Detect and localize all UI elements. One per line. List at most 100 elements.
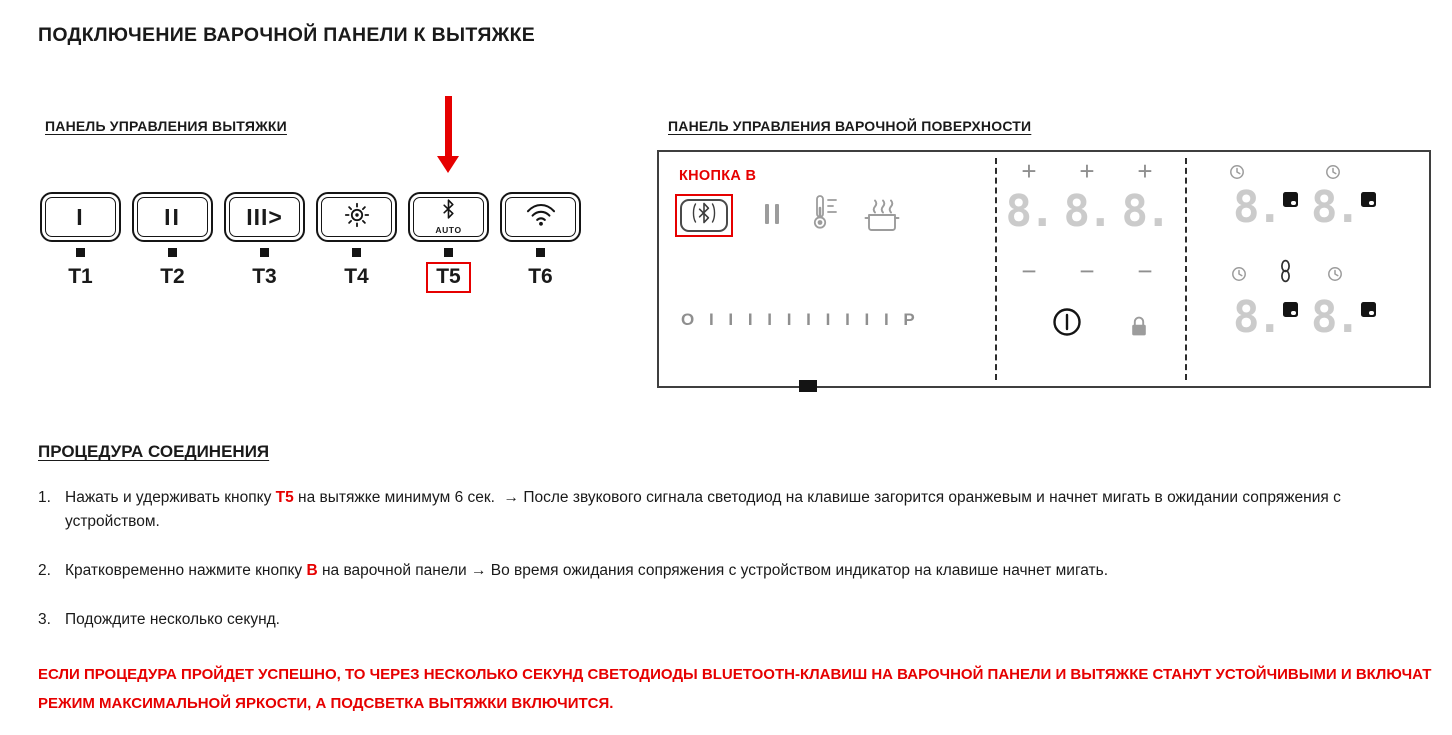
link-chain-icon: [1279, 258, 1292, 289]
label-slot: T3: [224, 258, 305, 296]
button-label-t6: T6: [528, 265, 553, 288]
button-label-t4: T4: [344, 265, 369, 288]
hood-button-t1: I: [40, 192, 121, 242]
timer-clock-icon: [1231, 266, 1247, 287]
hood-button-t3-face: III>: [229, 197, 300, 237]
hood-button-t5: AUTO: [408, 192, 489, 242]
power-level-displays: 8. 8. 8.: [1005, 186, 1172, 237]
connector-slot: [224, 248, 305, 257]
hood-button-t2-face: II: [137, 197, 208, 237]
power-slider-scale: O I I I I I I I I I I P: [681, 310, 916, 329]
seven-segment-display: 8.: [1233, 182, 1283, 233]
speed-2-icon: II: [164, 203, 181, 230]
step-key-t5: T5: [275, 489, 294, 506]
hob-bluetooth-button: [680, 199, 728, 232]
speed-3-intensive-icon: III>: [246, 203, 283, 230]
button-label-t2: T2: [160, 265, 185, 288]
success-note-line-2: РЕЖИМ МАКСИМАЛЬНОЙ ЯРКОСТИ, А ПОДСВЕТКА …: [38, 695, 614, 713]
button-connector: [76, 248, 85, 257]
pause-icon: [765, 204, 779, 224]
button-connector: [536, 248, 545, 257]
button-connector: [352, 248, 361, 257]
wifi-icon: [525, 203, 557, 231]
bluetooth-pairing-icon: [689, 202, 719, 229]
label-slot: T2: [132, 258, 213, 296]
lock-icon: [1129, 314, 1149, 344]
connector-slot: [132, 248, 213, 257]
success-note-line-1: ЕСЛИ ПРОЦЕДУРА ПРОЙДЕТ УСПЕШНО, ТО ЧЕРЕЗ…: [38, 666, 1432, 683]
pause-bar: [765, 204, 769, 224]
button-labels-row: T1 T2 T3 T4 T5 T6: [40, 258, 581, 296]
plus-icon: +: [1137, 156, 1153, 186]
label-slot: T6: [500, 258, 581, 296]
hood-panel-heading: ПАНЕЛЬ УПРАВЛЕНИЯ ВЫТЯЖКИ: [45, 118, 287, 134]
hood-button-t6-face: [505, 197, 576, 237]
panel-separator: [1185, 158, 1187, 380]
timer-display: 8.: [1233, 296, 1298, 340]
success-note: ЕСЛИ ПРОЦЕДУРА ПРОЙДЕТ УСПЕШНО, ТО ЧЕРЕЗ…: [38, 660, 1438, 719]
step-key-b: B: [306, 562, 318, 580]
procedure-steps: 1. Нажать и удерживать кнопку T5 на вытя…: [38, 486, 1383, 657]
panel-separator: [995, 158, 997, 380]
step-text-pre: Подождите несколько секунд.: [65, 611, 280, 629]
seven-segment-display: 8.: [1233, 292, 1283, 343]
red-arrow-head-icon: [437, 156, 459, 173]
timer-display: 8.: [1311, 186, 1376, 230]
plus-icon: +: [1079, 156, 1095, 186]
page-title: ПОДКЛЮЧЕНИЕ ВАРОЧНОЙ ПАНЕЛИ К ВЫТЯЖКЕ: [38, 24, 536, 46]
dot-indicator-icon: [1282, 302, 1298, 317]
thermometer-icon: [809, 194, 839, 235]
button-connector: [168, 248, 177, 257]
bluetooth-icon: [441, 199, 456, 224]
procedure-step-3: 3. Подождите несколько секунд.: [38, 608, 1383, 632]
button-label-t5: T5: [436, 264, 461, 288]
button-connector: [444, 248, 453, 257]
cooking-pot-icon: [861, 198, 907, 237]
step-text-post: на варочной панели → Во время ожидания с…: [317, 562, 1109, 580]
hood-button-t4-face: [321, 197, 392, 237]
step-text-post: на вытяжке минимум 6 сек. → После звуков…: [65, 489, 1346, 531]
red-arrow-indicator: [445, 96, 452, 158]
dot-indicator-icon: [1360, 192, 1376, 207]
procedure-heading: ПРОЦЕДУРА СОЕДИНЕНИЯ: [38, 442, 270, 461]
hob-control-panel: КНОПКА B O I I I I I I I I I I P + + + 8…: [657, 150, 1431, 392]
hob-panel-heading: ПАНЕЛЬ УПРАВЛЕНИЯ ВАРОЧНОЙ ПОВЕРХНОСТИ: [668, 118, 1032, 134]
hood-button-t1-face: I: [45, 197, 116, 237]
hood-button-t5-face: AUTO: [413, 197, 484, 237]
label-slot: T4: [316, 258, 397, 296]
button-label-t3: T3: [252, 265, 277, 288]
connector-slot: [316, 248, 397, 257]
button-b-highlight-box: [675, 194, 733, 237]
procedure-step-2: 2. Кратковременно нажмите кнопку B на ва…: [38, 559, 1383, 583]
pause-bar: [775, 204, 779, 224]
seven-segment-display: 8.: [1063, 186, 1114, 237]
hood-button-t3: III>: [224, 192, 305, 242]
dot-indicator-icon: [1360, 302, 1376, 317]
panel-notch: [799, 380, 817, 392]
timer-clock-icon: [1327, 266, 1343, 287]
step-text: Подождите несколько секунд.: [65, 608, 280, 632]
button-connectors-row: [40, 248, 581, 257]
procedure-step-1: 1. Нажать и удерживать кнопку T5 на вытя…: [38, 486, 1383, 534]
plus-controls-row: + + +: [1005, 158, 1169, 184]
hood-button-t6: [500, 192, 581, 242]
timer-display: 8.: [1311, 296, 1376, 340]
dot-indicator-icon: [1282, 192, 1298, 207]
timer-display: 8.: [1233, 186, 1298, 230]
step-text-pre: Кратковременно нажмите кнопку: [65, 562, 307, 580]
seven-segment-display: 8.: [1311, 182, 1361, 233]
speed-1-icon: I: [76, 203, 85, 230]
hood-buttons-row: I II III> AUTO: [40, 192, 581, 242]
seven-segment-display: 8.: [1311, 292, 1361, 343]
timer-clock-icon: [1325, 164, 1341, 185]
step-text: Кратковременно нажмите кнопку B на вароч…: [65, 559, 1108, 583]
step-number: 2.: [38, 562, 51, 580]
label-slot: T5: [408, 258, 489, 296]
step-text-pre: Нажать и удерживать кнопку: [65, 489, 276, 506]
t5-highlight-box: T5: [426, 261, 471, 293]
light-icon: [344, 202, 370, 233]
timer-clock-icon: [1229, 164, 1245, 185]
minus-icon: −: [1079, 256, 1095, 286]
seven-segment-display: 8.: [1121, 186, 1172, 237]
button-b-callout: КНОПКА B: [679, 168, 757, 184]
